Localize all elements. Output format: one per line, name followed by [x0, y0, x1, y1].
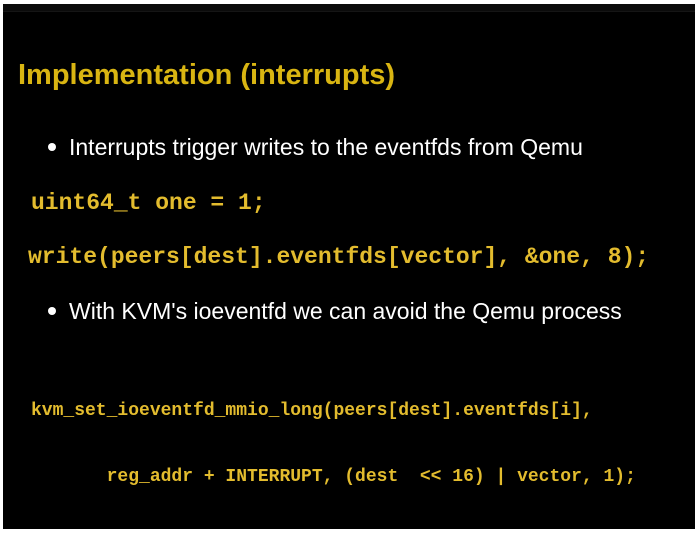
code-line-uint64-declaration: uint64_t one = 1; [31, 190, 266, 216]
bullet-item-2: With KVM's ioeventfd we can avoid the Qe… [48, 297, 622, 325]
bullet-text-1: Interrupts trigger writes to the eventfd… [69, 134, 583, 160]
bullet-text-2: With KVM's ioeventfd we can avoid the Qe… [69, 298, 622, 324]
slide-title: Implementation (interrupts) [18, 59, 396, 92]
code-block-kvm-ioeventfd: kvm_set_ioeventfd_mmio_long(peers[dest].… [31, 356, 636, 532]
bullet-item-1: Interrupts trigger writes to the eventfd… [48, 133, 583, 161]
slide: Implementation (interrupts) Interrupts t… [3, 4, 695, 529]
code-line-kvm-2: reg_addr + INTERRUPT, (dest << 16) | vec… [31, 467, 636, 487]
code-line-kvm-1: kvm_set_ioeventfd_mmio_long(peers[dest].… [31, 401, 593, 421]
slide-top-band [3, 4, 695, 12]
code-line-write-call: write(peers[dest].eventfds[vector], &one… [28, 244, 650, 270]
bullet-dot-icon [48, 143, 56, 151]
bullet-dot-icon [48, 307, 56, 315]
